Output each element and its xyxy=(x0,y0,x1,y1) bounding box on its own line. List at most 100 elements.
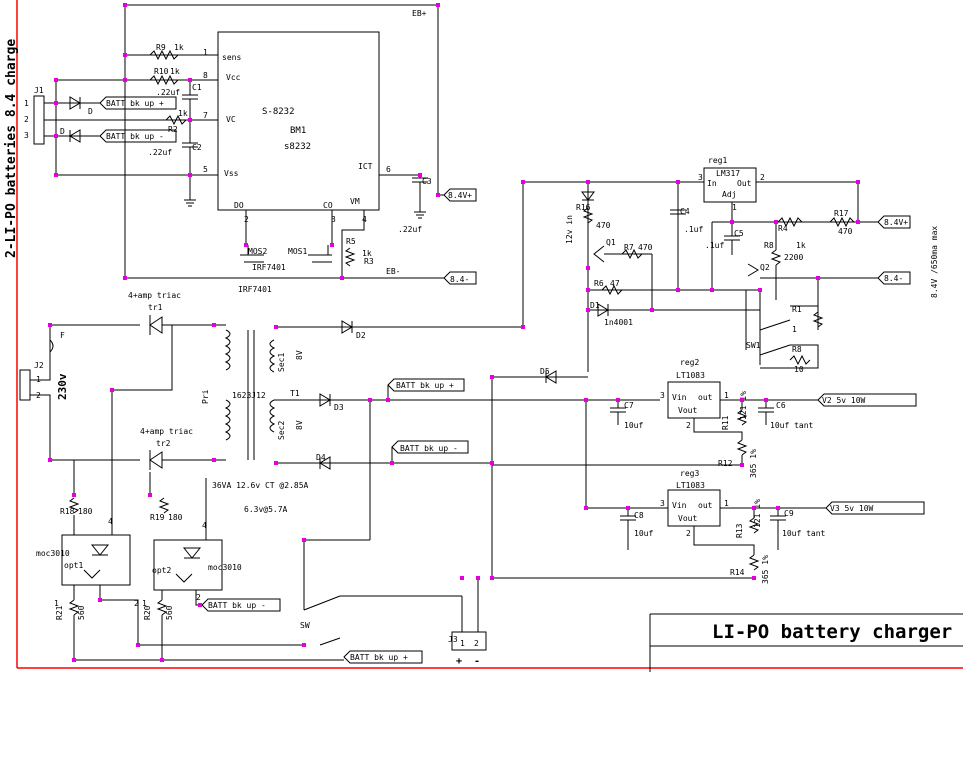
resistor-r10 xyxy=(149,74,179,86)
fuse-f xyxy=(49,339,54,353)
connector-j1 xyxy=(33,95,45,145)
resistor-r14 xyxy=(748,554,760,571)
schematic-label: 8.4V+ xyxy=(884,218,908,227)
schematic-label: J1 xyxy=(34,86,44,95)
batt-bk-up-minus-tag-mid xyxy=(391,440,469,454)
mains-section: J2 12 230v F 4+amp triac tr1 4+amp triac… xyxy=(19,291,660,610)
schematic-label: MOS1 xyxy=(288,247,307,256)
schematic-label: LT1083 xyxy=(676,371,705,380)
schematic-label: .1uf xyxy=(705,241,724,250)
schematic-label: DO xyxy=(234,201,244,210)
schematic-label: 3 xyxy=(698,173,703,182)
schematic-label: 180 xyxy=(78,507,93,516)
diode-d-upper xyxy=(69,96,81,110)
schematic-label: 47 xyxy=(610,279,620,288)
batt-bk-up-minus-tag-bottom xyxy=(201,598,281,612)
tag-84v-minus-top xyxy=(443,271,477,285)
opto-triac-2 xyxy=(175,547,202,583)
ic-part: s8232 xyxy=(284,142,311,152)
schematic-label: 1 xyxy=(54,599,59,608)
schematic-label: 1 xyxy=(724,499,729,508)
schematic-label: Pri xyxy=(201,389,210,404)
schematic-label: reg1 xyxy=(708,156,727,165)
schematic-label: IRF7401 xyxy=(238,285,272,294)
schematic-label: 5 xyxy=(203,165,208,174)
schematic-label: IRF7401 xyxy=(252,263,286,272)
schematic-label: R10 xyxy=(154,67,169,76)
junction-dots xyxy=(48,3,860,662)
schematic-label: 1 xyxy=(142,599,147,608)
schematic-label: 1623J12 xyxy=(232,391,266,400)
optocoupler-opt2 xyxy=(153,539,223,591)
schematic-label: V2 5v 10W xyxy=(822,396,866,405)
schematic-label: In xyxy=(707,179,717,188)
schematic-label: R17 xyxy=(834,209,849,218)
diode-d-lower xyxy=(69,129,81,143)
schematic-label: Sec1 xyxy=(277,353,286,372)
transistor-q1 xyxy=(593,245,605,263)
schematic-label: 1 xyxy=(203,48,208,57)
schematic-label: 365 1% xyxy=(749,449,758,478)
schematic-label: .1uf xyxy=(684,225,703,234)
schematic-label: 1k xyxy=(174,43,184,52)
schematic-label: R4 xyxy=(778,224,788,233)
diode-d5 xyxy=(545,370,557,384)
side-title: 2-LI-PO batteries 8.4 charge xyxy=(4,39,19,258)
schematic-label: C9 xyxy=(784,509,794,518)
schematic-label: D4 xyxy=(316,453,326,462)
schematic-label: 4+amp triac xyxy=(128,291,181,300)
triac-tr1 xyxy=(149,315,163,335)
schematic-label: reg3 xyxy=(680,469,699,478)
schematic-label: Out xyxy=(737,179,752,188)
schematic-label: C7 xyxy=(624,401,634,410)
resistor-r18 xyxy=(68,497,80,514)
schematic-label: 36VA 12.6v CT @2.85A xyxy=(212,481,309,490)
tag-v2 xyxy=(817,393,917,407)
schematic-label: C2 xyxy=(192,143,202,152)
regulator-reg1 xyxy=(703,167,757,203)
schematic-label: R19 xyxy=(150,513,165,522)
triac-tr2 xyxy=(149,450,163,470)
mosfet-mos1 xyxy=(308,245,332,263)
diode-d3 xyxy=(319,393,331,407)
ic-name: S-8232 xyxy=(262,107,295,117)
resistor-r17 xyxy=(829,216,855,228)
schematic-label: 10uf xyxy=(634,529,653,538)
schematic-label: 3 xyxy=(660,391,665,400)
side-note: 8.4V /650ma max xyxy=(930,226,939,298)
schematic-label: R8 xyxy=(764,241,774,250)
schematic-label: VM xyxy=(350,197,360,206)
tag-84v-plus-top xyxy=(443,188,477,202)
diode-d4 xyxy=(319,456,331,470)
schematic-label: Adj xyxy=(722,190,736,199)
transformer-secondary xyxy=(269,339,276,433)
schematic-label: F xyxy=(60,331,65,340)
schematic-label: CO xyxy=(323,201,333,210)
schematic-label: Vin xyxy=(672,393,687,402)
schematic-label: R20 xyxy=(143,605,152,620)
ground-symbol-c3 xyxy=(414,211,426,219)
schematic-label: C5 xyxy=(734,229,744,238)
schematic-label: 2 xyxy=(196,593,201,602)
schematic-label: LT1083 xyxy=(676,481,705,490)
schematic-label: 12v in xyxy=(565,215,574,244)
transistor-q2 xyxy=(747,263,759,277)
schematic-label: 10 xyxy=(794,365,804,374)
connector-j3 xyxy=(451,631,487,651)
batt-bk-up-plus-tag-mid xyxy=(387,378,465,392)
schematic-label: BATT bk up - xyxy=(106,132,164,141)
schematic-label: 1 xyxy=(724,391,729,400)
schematic-label: .22uf xyxy=(398,225,422,234)
schematic-label: SW xyxy=(300,621,310,630)
resistor-r7 xyxy=(621,248,643,260)
schematic-label: .22uf xyxy=(156,88,180,97)
schematic-label: moc3010 xyxy=(208,563,242,572)
schematic-label: J3 xyxy=(448,635,458,644)
schematic-label: sens xyxy=(222,53,241,62)
schematic-label: 6.3v@5.7A xyxy=(244,505,288,514)
schematic-label: + xyxy=(456,656,462,667)
schematic-label: R18 xyxy=(60,507,75,516)
resistor-r12 xyxy=(736,439,748,456)
schematic-label: R21 xyxy=(55,605,64,620)
schematic-label: 1 xyxy=(732,203,737,212)
